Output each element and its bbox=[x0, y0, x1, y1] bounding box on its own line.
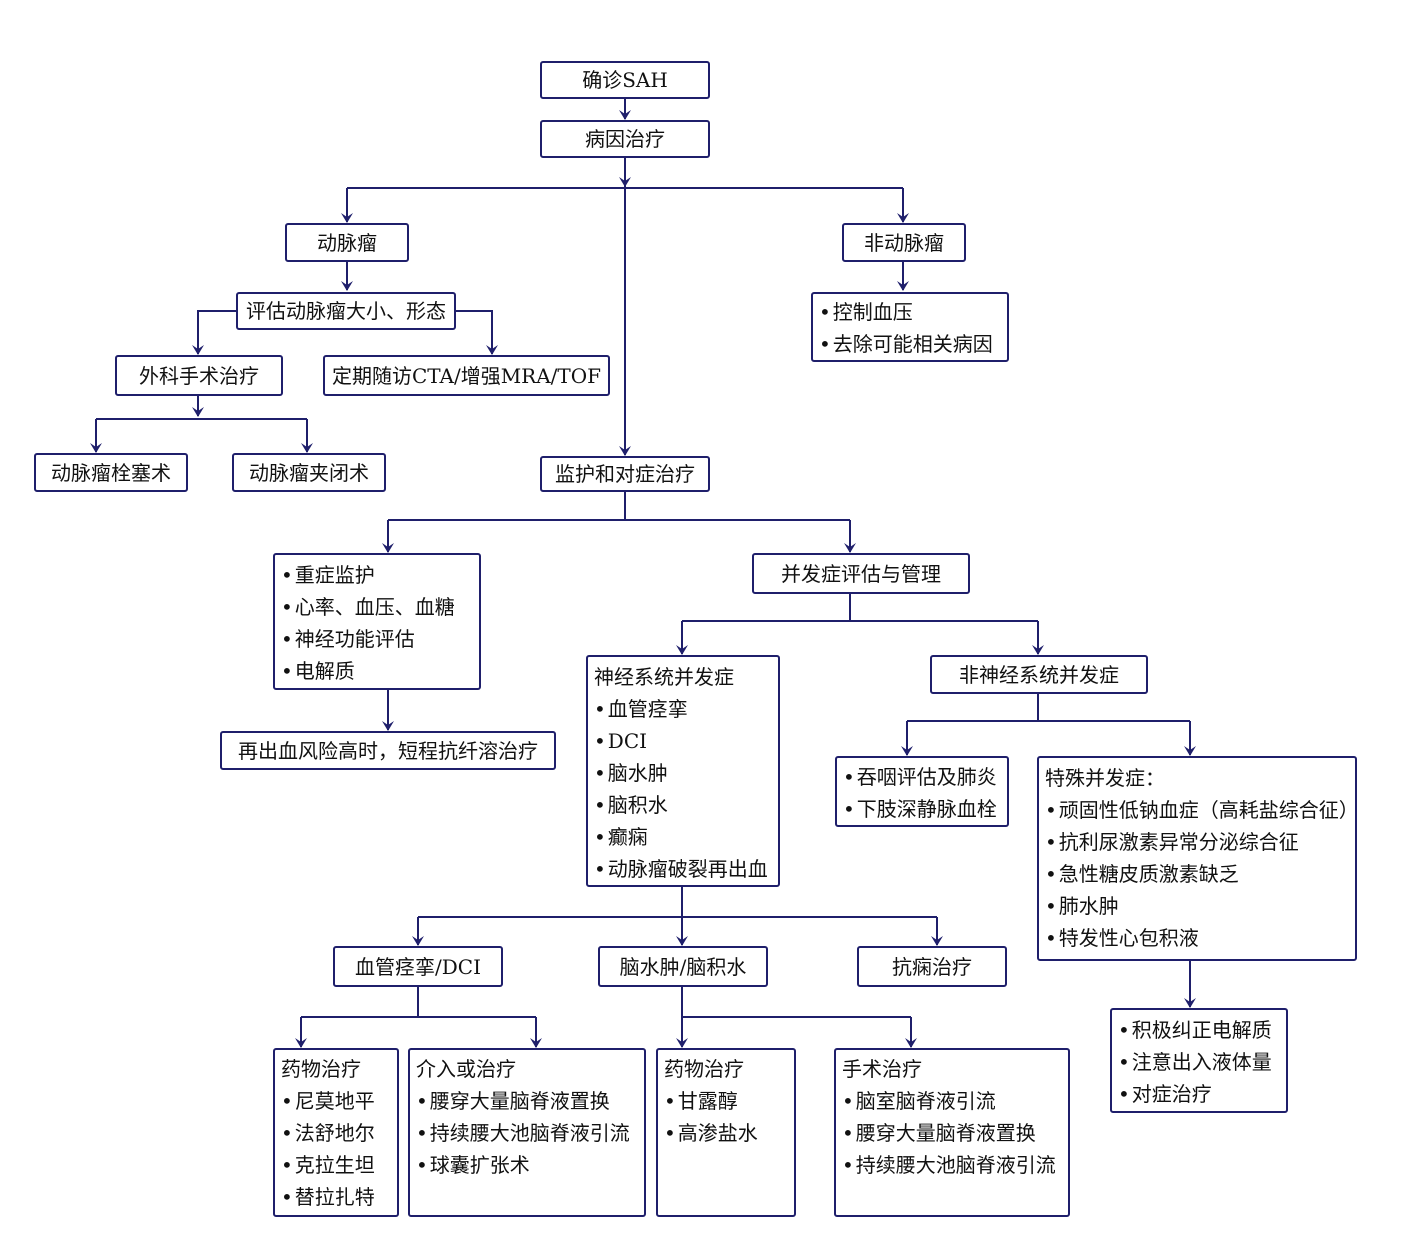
list-item: 腰穿大量脑脊液置换 bbox=[842, 1117, 1064, 1149]
list-item: 注意出入液体量 bbox=[1118, 1046, 1282, 1078]
list-item: 心率、血压、血糖 bbox=[281, 591, 475, 623]
list-item: 血管痉挛 bbox=[594, 693, 774, 725]
list-item: 对症治疗 bbox=[1118, 1078, 1282, 1110]
list-item: 肺水肿 bbox=[1045, 890, 1351, 922]
list-item: 替拉扎特 bbox=[281, 1181, 393, 1213]
list-title: 药物治疗 bbox=[281, 1057, 361, 1081]
list-item: 急性糖皮质激素缺乏 bbox=[1045, 858, 1351, 890]
list-item: 重症监护 bbox=[281, 559, 475, 591]
node-embolization: 动脉瘤栓塞术 bbox=[34, 453, 188, 492]
list-item: 持续腰大池脑脊液引流 bbox=[416, 1117, 640, 1149]
list-item: 神经功能评估 bbox=[281, 623, 475, 655]
node-monitoring-items: 重症监护 心率、血压、血糖 神经功能评估 电解质 bbox=[273, 553, 481, 690]
list-item: 尼莫地平 bbox=[281, 1085, 393, 1117]
list-title: 药物治疗 bbox=[664, 1057, 744, 1081]
list-item: 吞咽评估及肺炎 bbox=[843, 761, 1003, 793]
list-title: 神经系统并发症 bbox=[594, 665, 734, 689]
list-title: 介入或治疗 bbox=[416, 1057, 516, 1081]
list-item: 动脉瘤破裂再出血 bbox=[594, 853, 774, 885]
node-interventional-therapy: 介入或治疗 腰穿大量脑脊液置换 持续腰大池脑脊液引流 球囊扩张术 bbox=[408, 1048, 646, 1217]
node-drug-therapy-vasospasm: 药物治疗 尼莫地平 法舒地尔 克拉生坦 替拉扎特 bbox=[273, 1048, 399, 1217]
node-surgical-treatment: 外科手术治疗 bbox=[115, 355, 283, 396]
node-special-complications: 特殊并发症： 顽固性低钠血症（高耗盐综合征） 抗利尿激素异常分泌综合征 急性糖皮… bbox=[1037, 756, 1359, 961]
node-assess-aneurysm: 评估动脉瘤大小、形态 bbox=[236, 292, 456, 330]
node-etiology-treatment: 病因治疗 bbox=[540, 120, 710, 158]
list-item: 高渗盐水 bbox=[664, 1117, 790, 1149]
node-followup-imaging: 定期随访CTA/增强MRA/TOF bbox=[323, 355, 610, 396]
node-clipping: 动脉瘤夹闭术 bbox=[232, 453, 386, 492]
node-monitoring: 监护和对症治疗 bbox=[540, 456, 710, 492]
list-item: 脑积水 bbox=[594, 789, 774, 821]
node-non-aneurysm: 非动脉瘤 bbox=[842, 223, 966, 262]
node-non-neuro-complications: 非神经系统并发症 bbox=[930, 655, 1148, 694]
list-item: 去除可能相关病因 bbox=[819, 328, 1003, 360]
list-item: 腰穿大量脑脊液置换 bbox=[416, 1085, 640, 1117]
node-non-aneurysm-actions: 控制血压 去除可能相关病因 bbox=[811, 292, 1009, 362]
node-antiepileptic: 抗痫治疗 bbox=[857, 946, 1007, 987]
list-item: 球囊扩张术 bbox=[416, 1149, 640, 1181]
list-item: 特发性心包积液 bbox=[1045, 922, 1351, 954]
node-edema-hydrocephalus: 脑水肿/脑积水 bbox=[598, 946, 768, 987]
list-title: 特殊并发症： bbox=[1045, 766, 1165, 790]
node-antifibrinolytic: 再出血风险高时，短程抗纤溶治疗 bbox=[220, 731, 556, 770]
list-item: 持续腰大池脑脊液引流 bbox=[842, 1149, 1064, 1181]
node-complication-management: 并发症评估与管理 bbox=[752, 553, 970, 594]
list-item: DCI bbox=[594, 725, 774, 757]
node-neuro-complications: 神经系统并发症 血管痉挛 DCI 脑水肿 脑积水 癫痫 动脉瘤破裂再出血 bbox=[586, 655, 780, 887]
node-vasospasm-dci: 血管痉挛/DCI bbox=[333, 946, 503, 987]
node-drug-therapy-edema: 药物治疗 甘露醇 高渗盐水 bbox=[656, 1048, 796, 1217]
list-item: 甘露醇 bbox=[664, 1085, 790, 1117]
list-item: 法舒地尔 bbox=[281, 1117, 393, 1149]
list-item: 癫痫 bbox=[594, 821, 774, 853]
list-item: 积极纠正电解质 bbox=[1118, 1014, 1282, 1046]
list-item: 克拉生坦 bbox=[281, 1149, 393, 1181]
list-title: 手术治疗 bbox=[842, 1057, 922, 1081]
list-item: 控制血压 bbox=[819, 296, 1003, 328]
list-item: 电解质 bbox=[281, 655, 475, 687]
node-surgical-therapy-edema: 手术治疗 脑室脑脊液引流 腰穿大量脑脊液置换 持续腰大池脑脊液引流 bbox=[834, 1048, 1070, 1217]
list-item: 下肢深静脉血栓 bbox=[843, 793, 1003, 825]
node-swallow-dvt: 吞咽评估及肺炎 下肢深静脉血栓 bbox=[835, 756, 1009, 827]
list-item: 顽固性低钠血症（高耗盐综合征） bbox=[1045, 794, 1359, 826]
list-item: 脑室脑脊液引流 bbox=[842, 1085, 1064, 1117]
node-aneurysm: 动脉瘤 bbox=[285, 223, 409, 262]
node-electrolyte-actions: 积极纠正电解质 注意出入液体量 对症治疗 bbox=[1110, 1008, 1288, 1113]
list-item: 抗利尿激素异常分泌综合征 bbox=[1045, 826, 1351, 858]
node-confirm-sah: 确诊SAH bbox=[540, 61, 710, 99]
list-item: 脑水肿 bbox=[594, 757, 774, 789]
